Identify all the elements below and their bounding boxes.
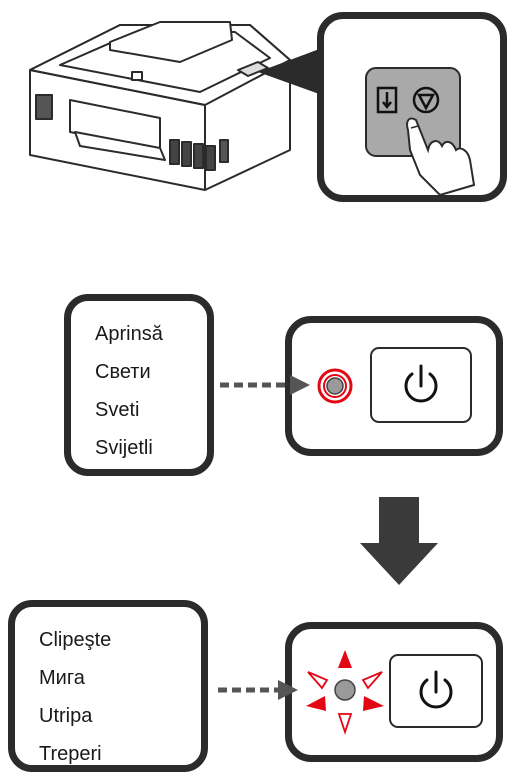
paper-feed-icon <box>376 86 398 114</box>
printer-illustration <box>29 21 322 191</box>
lamp-on-text-ro: Aprinsă <box>95 323 163 345</box>
lamp-on-icon <box>317 368 353 404</box>
lamp-blink-text-bg: Мига <box>39 667 85 689</box>
dashed-arrow-blink <box>218 680 298 700</box>
lamp-blink-text-ro: Clipeşte <box>39 629 112 651</box>
stop-icon <box>412 86 440 114</box>
lamp-blink-text-sl: Utripa <box>39 705 93 727</box>
lamp-blink-label-box: Clipeşte Мига Utripa Treperi <box>8 600 208 772</box>
operation-panel-detail <box>365 67 476 197</box>
lamp-on-label-box: Aprinsă Свети Sveti Svijetli <box>64 294 214 476</box>
lamp-on-text-bg: Свети <box>95 361 151 383</box>
lamp-blink-text-hr: Treperi <box>39 743 102 765</box>
lamp-on-text-hr: Svijetli <box>95 437 153 459</box>
power-icon <box>404 364 438 403</box>
lamp-on-text-sl: Sveti <box>95 399 140 421</box>
lamp-blink-icon <box>306 650 384 735</box>
dashed-arrow-on <box>220 375 310 395</box>
power-icon <box>419 670 453 709</box>
